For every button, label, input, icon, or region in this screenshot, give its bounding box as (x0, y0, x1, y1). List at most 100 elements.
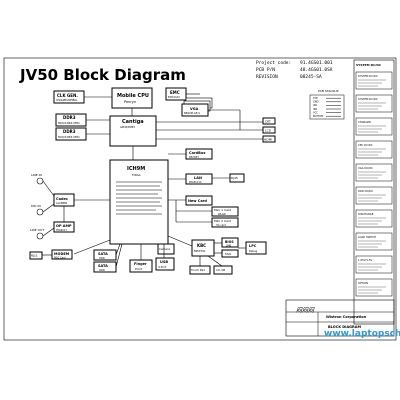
op-amp-sub: TPA6017 (56, 228, 67, 232)
stack-layer-label: TOP (313, 97, 318, 100)
cpu-sub: Penryn (124, 100, 136, 104)
power-item-box (355, 94, 393, 113)
power-item-label: 1.05V/1.5V (358, 258, 373, 262)
mini-card-a-block (211, 206, 239, 217)
touch-pad-title: Touch Pad (190, 268, 205, 272)
stackup-frame (309, 94, 345, 120)
bios-block (221, 237, 239, 248)
revision: 08245-SA (300, 74, 322, 80)
power-item-label: OPTION (358, 281, 368, 285)
sheet-border (3, 57, 397, 341)
hdmi-title: HDMI (264, 138, 272, 142)
power-item-label: SYSTEM DC/DC (358, 74, 378, 78)
new-card-block (185, 195, 213, 206)
clk-gen-title: CLK GEN. (57, 93, 78, 98)
power-item-box (355, 163, 393, 182)
modem-title: MODEM (54, 252, 70, 256)
mini-card-b-block (211, 217, 239, 228)
title-block-frame (285, 299, 395, 337)
signature-stamp: 闷闷闷 (296, 306, 315, 314)
mini-card-b-sub: 3G card (216, 223, 226, 227)
ich9m-detail-lines (116, 181, 162, 215)
rj11-block (29, 251, 43, 260)
usb-block (155, 257, 175, 271)
cantiga-sub: GM45/PM45 (120, 125, 135, 129)
cardbus-title: CardBus (189, 151, 205, 155)
power-items: SYSTEM DC/DC SYSTEM DC/DC CHARGER CPU DC/DC… (355, 71, 393, 297)
ddr3-a-title: DDR3 (63, 115, 76, 120)
camera-title: Camera (159, 247, 170, 251)
pcb-pn-label: PCB P/N (256, 67, 275, 73)
codec-sub: ALC888S (56, 201, 68, 205)
line-out-label: LINE OUT (30, 228, 44, 232)
new-card-title: New Card (188, 199, 207, 203)
codec-title: Codec (56, 197, 68, 201)
diagram-title: JV50 Block Diagram (19, 66, 186, 84)
emc-sub: EMC2102 (168, 95, 180, 99)
ddr3-b-title: DDR3 (63, 129, 76, 134)
vga-title: VGA (190, 107, 199, 111)
bios-title: BIOS (225, 240, 234, 244)
stack-layer-label: GND (313, 101, 319, 104)
lan-sub: RTL8111C (189, 180, 202, 184)
fan-block (221, 249, 239, 258)
crt-block (262, 117, 276, 125)
cantiga-title: Cantiga (122, 119, 144, 125)
bios-sub: 2MB (226, 245, 231, 248)
modem-sub: MDC Card (54, 257, 66, 260)
connection-wires (42, 93, 263, 268)
cantiga-block (109, 115, 157, 147)
stack-layer-label: VCC (313, 111, 318, 114)
power-item-box (355, 186, 393, 205)
power-item-box (355, 209, 393, 228)
lan-title: LAN (194, 176, 202, 180)
int-kb-title: Int. KB (216, 268, 225, 272)
sata-odd-sub: ODD (99, 268, 105, 272)
lpc-sub: Debug (249, 249, 258, 253)
mini-card-b-title: Mini 2 Card (214, 219, 231, 223)
watermark: www.laptopschematic.com (324, 329, 400, 339)
power-item-label: LOAD SWITCH (358, 235, 376, 239)
int-kb-block (213, 265, 233, 275)
power-item-box (355, 71, 393, 90)
power-item-box (355, 278, 393, 297)
kbc-block (191, 239, 215, 257)
usb-sub: 4 Port (158, 265, 167, 269)
mini-card-a-title: Mini 1 Card (214, 208, 231, 212)
sata-odd-title: SATA (98, 264, 108, 268)
company-name: Wistron Corporation (326, 315, 367, 319)
emc-title: EMC (170, 90, 180, 95)
ddr3-b-sub: 800/1066 MHz (58, 135, 80, 139)
mini-card-a-sub: WLAN (218, 212, 226, 216)
power-item-box (355, 232, 393, 251)
line-in-label: LINE IN (31, 173, 42, 177)
finger-sub: Print (135, 267, 143, 271)
ich9m-sub: FCBGA (132, 173, 141, 177)
power-item-label: CPU DC/DC (358, 143, 373, 147)
power-item-label: DISCHARGE (358, 212, 374, 216)
power-item-box (355, 140, 393, 159)
cpu-title: Mobile CPU (117, 93, 149, 99)
pcb-pn: 48.4GS01.0SA (300, 67, 333, 73)
stack-layer-label: IN1 (313, 104, 317, 107)
project-code-label: Project code: (256, 60, 291, 66)
power-panel-title: SYSTEM DC/DC (356, 63, 382, 67)
power-item-box (355, 255, 393, 274)
usb-title: USB (160, 260, 168, 264)
title-block: Wistron Corporation BLOCK DIAGRAM 闷闷闷 (285, 299, 395, 337)
power-item-label: CHARGER (358, 120, 371, 124)
clk-gen-sub: ICS9LPRS365BKL (56, 98, 78, 102)
power-panel: SYSTEM DC/DC (353, 59, 395, 325)
finger-title: Finger (134, 262, 147, 266)
project-code: 91.4GS01.001 (300, 60, 333, 66)
kbc-sub: NPCE781 (194, 249, 206, 253)
lcd-title: LCD (265, 129, 272, 133)
stack-layer-label: BOTTOM (313, 115, 323, 118)
lpc-title: LPC (249, 244, 257, 248)
cardbus-sub: R5C833 (189, 155, 199, 159)
power-item-label: SYSTEM DC/DC (358, 97, 378, 101)
sata-hdd-title: SATA (98, 252, 108, 256)
doc-title: BLOCK DIAGRAM (328, 325, 361, 329)
